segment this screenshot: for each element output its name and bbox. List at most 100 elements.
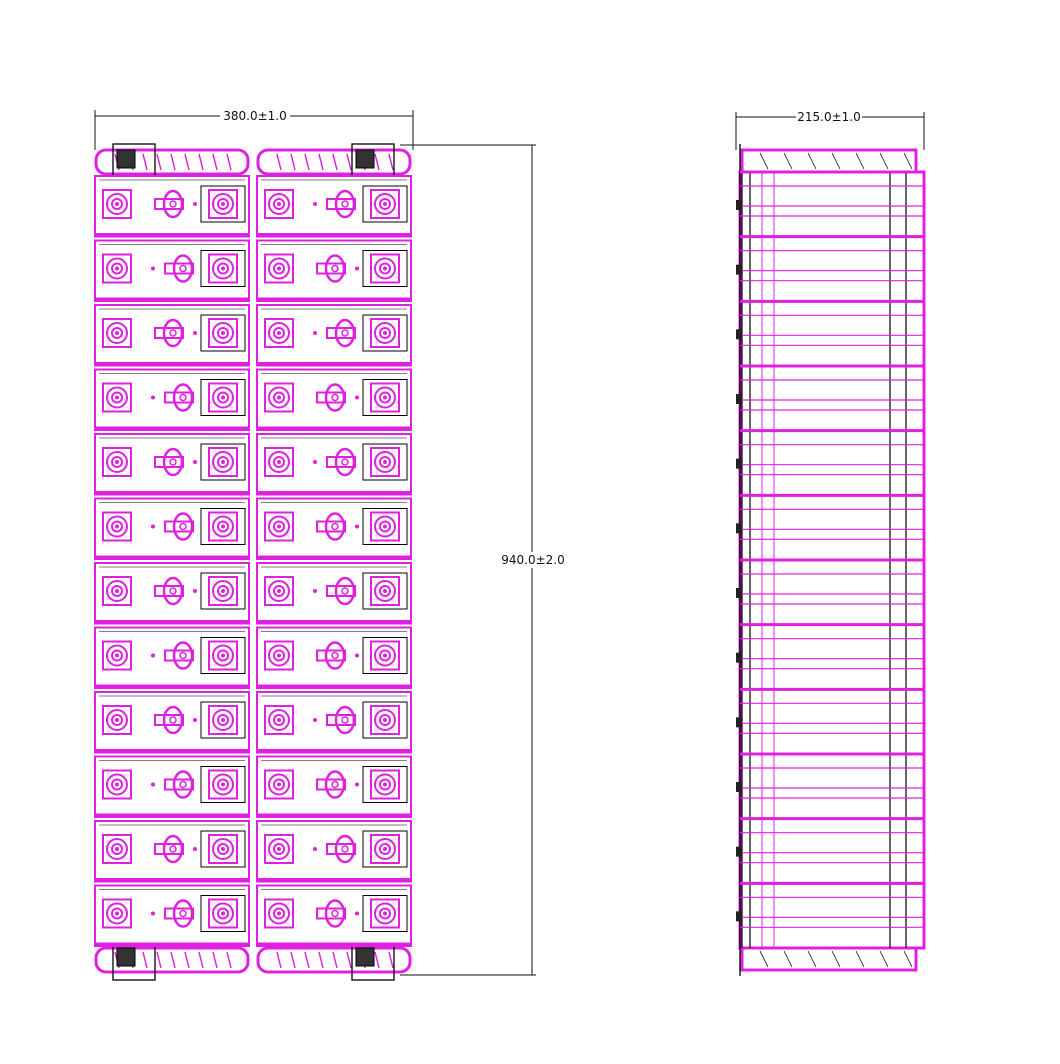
end-plate-rib	[212, 951, 218, 969]
cell-marker	[151, 782, 155, 787]
terminal-center	[221, 460, 225, 464]
cell	[256, 304, 412, 367]
terminal-inner-ring	[273, 585, 285, 597]
side-cell-row	[736, 364, 924, 411]
vent-ring	[334, 705, 356, 735]
side-clip	[736, 523, 742, 534]
side-cell-row	[736, 687, 924, 734]
terminal-ring	[212, 709, 234, 731]
side-clip	[736, 458, 742, 469]
end-plate-rib	[332, 951, 338, 969]
terminal-frame	[264, 898, 294, 929]
side-cap-detail	[759, 152, 769, 170]
vent-core	[169, 845, 177, 853]
terminal	[362, 572, 408, 610]
vent-ring	[334, 576, 356, 606]
vent	[326, 318, 356, 348]
terminal-ring	[268, 580, 290, 602]
terminal	[362, 830, 408, 868]
terminal-frame	[208, 189, 238, 219]
terminal-inner-ring	[111, 327, 123, 339]
terminal-center	[383, 524, 387, 529]
terminal	[264, 769, 294, 800]
vent-core	[169, 458, 177, 466]
cell	[256, 497, 412, 560]
vent-core	[341, 200, 349, 208]
vent	[316, 383, 346, 412]
vent	[326, 834, 356, 864]
terminal-inner-ring	[217, 520, 229, 533]
cell	[256, 175, 412, 238]
terminal-box	[362, 830, 408, 868]
end-plate-rib	[170, 153, 176, 171]
vent-core	[169, 329, 177, 337]
terminal-frame	[102, 705, 132, 735]
vent	[154, 189, 184, 219]
terminal-frame	[370, 834, 400, 864]
terminal-box	[362, 766, 408, 803]
cell-outline	[256, 820, 412, 883]
terminal-inner-ring	[111, 262, 123, 275]
vent-ring	[334, 834, 356, 864]
terminal-frame	[370, 189, 400, 219]
terminal-frame	[264, 705, 294, 735]
terminal-inner-ring	[379, 262, 391, 275]
side-cap-detail	[759, 950, 769, 968]
terminal	[102, 447, 132, 477]
end-plate-rib	[374, 153, 380, 171]
vent-core	[341, 329, 349, 337]
terminal	[102, 253, 132, 284]
end-plate-rib	[346, 153, 352, 171]
terminal	[200, 895, 246, 932]
terminal	[200, 830, 246, 868]
terminal-box	[362, 637, 408, 674]
side-cap-detail	[903, 152, 913, 170]
vent-core	[341, 845, 349, 853]
bracket-fastener	[355, 947, 375, 967]
terminal-frame	[102, 447, 132, 477]
width-dimension-label: 380.0±1.0	[223, 109, 287, 123]
terminal-frame	[208, 705, 238, 735]
terminal-ring	[374, 773, 396, 796]
vent	[326, 576, 356, 606]
terminal-frame	[208, 769, 238, 800]
terminal	[264, 898, 294, 929]
terminal-center	[221, 589, 225, 593]
terminal-frame	[264, 834, 294, 864]
cell	[94, 239, 250, 302]
side-cap-detail	[879, 152, 889, 170]
terminal	[102, 898, 132, 929]
end-plate-rib	[142, 153, 148, 171]
terminal-ring	[374, 515, 396, 538]
cell-marker	[313, 718, 317, 722]
side-cap-detail	[807, 152, 817, 170]
terminal-inner-ring	[273, 843, 285, 855]
terminal	[200, 379, 246, 416]
terminal-ring	[106, 257, 128, 280]
terminal-frame	[370, 318, 400, 348]
terminal-frame	[102, 318, 132, 348]
end-plate-rib	[304, 153, 310, 171]
cell	[256, 691, 412, 754]
terminal-frame	[208, 576, 238, 606]
terminal-ring	[268, 515, 290, 538]
terminal-center	[221, 266, 225, 271]
vent	[164, 899, 194, 928]
terminal-ring	[374, 644, 396, 667]
terminal-ring	[106, 193, 128, 215]
terminal-ring	[268, 902, 290, 925]
terminal-frame	[102, 769, 132, 800]
terminal-frame	[102, 511, 132, 542]
vent	[164, 770, 194, 799]
terminal	[264, 318, 294, 348]
vent	[154, 447, 184, 477]
terminal-inner-ring	[111, 520, 123, 533]
vent-core	[169, 587, 177, 595]
terminal-center	[383, 911, 387, 916]
cell	[256, 884, 412, 947]
terminal-box	[200, 701, 246, 739]
terminal-frame	[370, 253, 400, 284]
vent	[326, 189, 356, 219]
vent-ring	[162, 576, 184, 606]
terminal-center	[221, 395, 225, 400]
